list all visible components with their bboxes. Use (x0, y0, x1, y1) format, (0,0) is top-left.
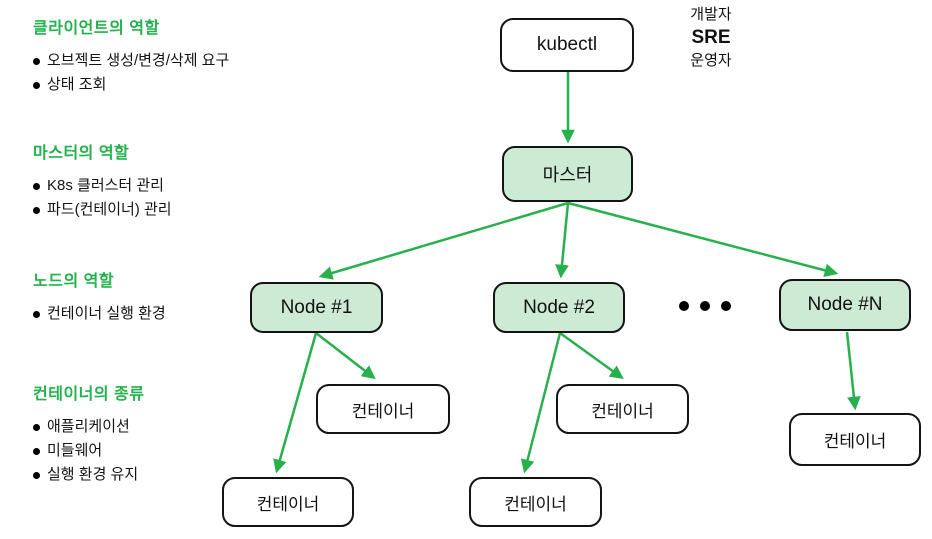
bullet-icon (33, 206, 40, 214)
section-node-role: 노드의 역할 컨테이너 실행 환경 (33, 267, 166, 326)
container-box-nodeN: 컨테이너 (789, 413, 921, 466)
bullet-icon (33, 57, 40, 65)
list-item-label: 실행 환경 유지 (47, 466, 139, 483)
section-title: 노드의 역할 (33, 273, 115, 290)
bullet-icon (33, 447, 40, 455)
arrow-node2-to-container-b (520, 332, 562, 474)
bullet-icon (33, 81, 40, 89)
arrow-node2-to-container-a (559, 331, 624, 380)
arrow-master-to-node1 (318, 201, 569, 280)
bullet-icon (33, 423, 40, 431)
list-item-label: 미들웨어 (47, 442, 103, 459)
arrow-node1-to-container-a (315, 332, 376, 380)
bullet-icon (33, 310, 40, 318)
actor-sre: SRE (691, 27, 731, 48)
list-item: 실행 환경 유지 (33, 463, 145, 487)
ellipsis-icon (679, 301, 731, 311)
kubectl-box: kubectl (500, 18, 634, 72)
arrow-master-to-nodeN (567, 201, 839, 278)
list-item-label: 오브젝트 생성/변경/삭제 요구 (47, 52, 230, 69)
container-box-node1-b: 컨테이너 (222, 477, 354, 527)
list-item-label: 상태 조회 (47, 76, 107, 93)
section-title: 클라이언트의 역할 (33, 20, 160, 37)
section-title: 마스터의 역할 (33, 145, 130, 162)
container-box-node1-a: 컨테이너 (316, 384, 450, 434)
dot-icon (721, 301, 731, 311)
list-item-label: K8s 클러스터 관리 (47, 177, 164, 194)
list-item: 애플리케이션 (33, 415, 145, 439)
node1-box: Node #1 (250, 282, 383, 333)
section-client-role: 클라이언트의 역할 오브젝트 생성/변경/삭제 요구 상태 조회 (33, 14, 229, 97)
list-item: K8s 클러스터 관리 (33, 174, 172, 198)
dot-icon (679, 301, 689, 311)
list-item-label: 파드(컨테이너) 관리 (47, 201, 172, 218)
nodeN-box: Node #N (779, 279, 911, 331)
dot-icon (700, 301, 710, 311)
bullet-icon (33, 182, 40, 190)
list-item: 상태 조회 (33, 73, 229, 97)
list-item: 오브젝트 생성/변경/삭제 요구 (33, 49, 229, 73)
list-item: 컨테이너 실행 환경 (33, 302, 166, 326)
container-box-node2-b: 컨테이너 (469, 477, 602, 527)
arrow-nodeN-to-container (845, 331, 861, 411)
arrow-master-to-node2 (555, 202, 570, 279)
container-box-node2-a: 컨테이너 (556, 384, 689, 434)
section-title: 컨테이너의 종류 (33, 386, 145, 403)
section-master-role: 마스터의 역할 K8s 클러스터 관리 파드(컨테이너) 관리 (33, 139, 172, 222)
list-item-label: 컨테이너 실행 환경 (47, 305, 166, 322)
node2-box: Node #2 (493, 282, 625, 333)
master-box: 마스터 (502, 146, 633, 202)
arrow-node1-to-container-b (273, 332, 318, 474)
section-container-types: 컨테이너의 종류 애플리케이션 미들웨어 실행 환경 유지 (33, 380, 145, 487)
list-item: 미들웨어 (33, 439, 145, 463)
actor-developer: 개발자 (690, 6, 732, 23)
actors-label: 개발자 SRE 운영자 (668, 4, 754, 72)
list-item: 파드(컨테이너) 관리 (33, 198, 172, 222)
list-item-label: 애플리케이션 (47, 418, 130, 435)
bullet-icon (33, 471, 40, 479)
actor-operator: 운영자 (690, 52, 732, 69)
